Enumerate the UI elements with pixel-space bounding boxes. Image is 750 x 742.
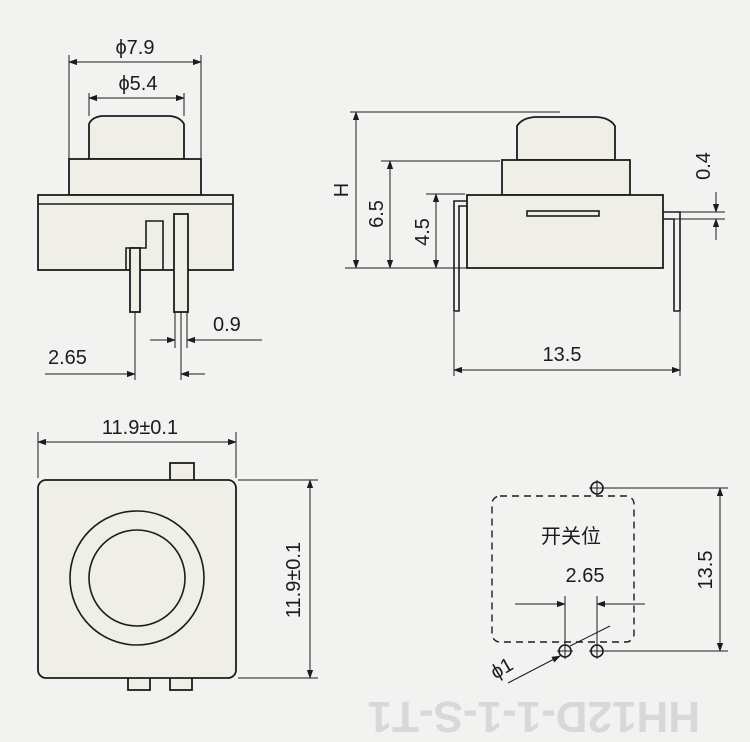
top-button-outer	[69, 510, 205, 646]
top-pin-left	[127, 676, 151, 691]
side-view: H 6.5 4.5 0.4 13.5	[331, 111, 725, 376]
label-switch-position: 开关位	[541, 524, 601, 548]
front-collar	[68, 158, 202, 196]
side-leg-left	[453, 200, 467, 312]
hole-bottom-left	[557, 643, 573, 659]
dim-hole-diameter: ϕ1	[487, 654, 517, 684]
dim-width-13-5: 13.5	[543, 344, 582, 366]
hole-bottom-right	[589, 643, 605, 659]
front-cap	[88, 115, 185, 160]
front-pin-left	[129, 247, 141, 313]
top-body	[37, 479, 237, 679]
dim-pin-width: 0.9	[213, 314, 241, 336]
dim-outer-diameter: ϕ7.9	[115, 37, 154, 59]
dim-width-11-9: 11.9±0.1	[102, 417, 178, 439]
front-view: ϕ7.9 ϕ5.4 0.9 2.65	[37, 37, 262, 380]
dim-base-height: 4.5	[412, 218, 434, 246]
top-tab	[169, 462, 195, 482]
side-base	[466, 194, 664, 269]
watermark: HH12D-1-1-S-T1	[367, 692, 700, 741]
dim-hole-pitch: 2.65	[566, 565, 605, 587]
side-cap	[516, 116, 616, 161]
watermark-model-text: HH12D-1-1-S-T1	[367, 692, 700, 741]
side-collar	[501, 159, 631, 196]
top-view: 11.9±0.1 11.9±0.1	[37, 417, 318, 691]
dim-height-11-9: 11.9±0.1	[283, 542, 305, 618]
top-pin-right	[169, 676, 193, 691]
dim-body-height: 6.5	[366, 200, 388, 228]
hole-top	[589, 480, 605, 496]
pcb-layout: 开关位 2.65 13.5 ϕ1	[487, 480, 728, 684]
dim-offset: 0.4	[693, 152, 715, 180]
pcb-outline	[491, 495, 635, 643]
dim-inner-diameter: ϕ5.4	[118, 73, 157, 95]
dim-pin-pitch: 2.65	[48, 347, 87, 369]
dim-pcb-height: 13.5	[695, 551, 717, 590]
front-pin-right	[173, 213, 189, 313]
top-button-inner	[88, 529, 186, 627]
dim-total-height: H	[331, 183, 353, 197]
side-leg-right	[663, 211, 681, 312]
